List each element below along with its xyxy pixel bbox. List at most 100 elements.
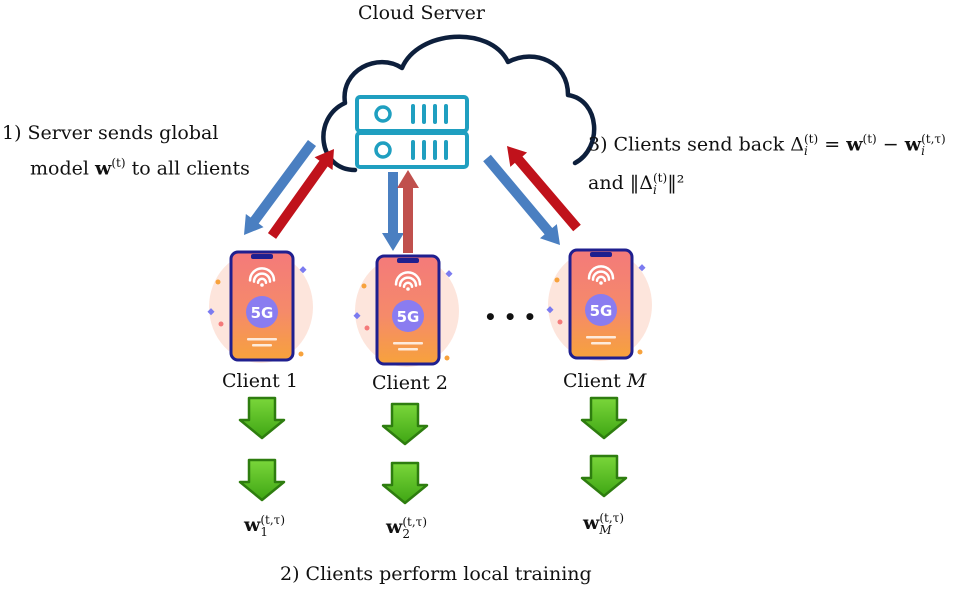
step3-line1: 3) Clients send back Δ(t)i = w(t) − w(t,… xyxy=(588,132,946,157)
result-2-sub: 2 xyxy=(402,527,410,541)
ellipsis: • • • xyxy=(484,305,537,329)
decor-dot xyxy=(557,319,563,325)
cloud-server-title: Cloud Server xyxy=(358,2,485,24)
cloud-icon xyxy=(321,34,597,173)
step3-line2: and ‖Δ(t)i‖² xyxy=(588,172,684,196)
phone-line xyxy=(591,342,611,345)
decor-dot xyxy=(637,349,643,355)
wifi-icon xyxy=(252,272,272,283)
decor-dot xyxy=(361,283,367,289)
step1-symbol: w xyxy=(94,157,112,180)
arrow-up-client-m xyxy=(507,146,581,232)
wifi-icon xyxy=(394,271,422,286)
step2-label: 2) Clients perform local training xyxy=(280,563,592,585)
step3-w-sup: (t) xyxy=(862,132,877,146)
badge-5g xyxy=(585,294,617,326)
phones: 5G 5G 5G xyxy=(207,248,652,367)
wifi-dot xyxy=(599,281,603,285)
result-m-sup: (t,τ) xyxy=(599,511,624,525)
client-m-result: w(t,τ)M xyxy=(583,512,624,536)
step1-text-post: to all clients xyxy=(125,157,250,180)
arrow-down-client-2 xyxy=(382,172,404,251)
step3-delta-sub: i xyxy=(804,144,808,159)
step3-norm-scripts: (t)i xyxy=(653,172,667,196)
green-arrow xyxy=(580,454,628,498)
green-arrow xyxy=(381,402,429,446)
decor-diamond xyxy=(546,306,554,314)
badge-5g xyxy=(246,296,278,328)
wifi-icon xyxy=(398,276,418,287)
phone-notch xyxy=(590,252,612,257)
decor-diamond xyxy=(638,264,646,272)
step3-norm-sub: i xyxy=(653,183,657,197)
phone-2: 5G xyxy=(353,254,459,367)
result-2-sup: (t,τ) xyxy=(402,515,427,529)
training-arrows xyxy=(238,396,628,505)
client-2-result: w(t,τ)2 xyxy=(386,516,427,540)
step3-wi-sub: i xyxy=(921,144,925,159)
decor-diamond xyxy=(445,270,453,278)
result-1-sub: 1 xyxy=(260,525,268,539)
step3-delta-scripts: (t)i xyxy=(804,133,818,157)
arrows xyxy=(244,140,581,253)
badge-5g xyxy=(392,300,424,332)
server-icon xyxy=(355,95,469,169)
wifi-dot xyxy=(406,287,410,291)
step3-eq: = xyxy=(818,133,847,156)
phone-line xyxy=(398,348,418,351)
wifi-icon xyxy=(595,275,607,283)
step3-wi: w xyxy=(904,133,922,156)
arrow-down-client-m xyxy=(483,154,560,245)
client-1-label: Client 1 xyxy=(222,370,298,392)
phone-notch xyxy=(251,254,273,259)
decor-diamond xyxy=(299,266,307,274)
step3-w: w xyxy=(846,133,863,156)
step3-delta: Δ xyxy=(790,133,804,156)
step3-text: 3) Clients send back xyxy=(588,133,791,156)
phone-line xyxy=(393,342,423,345)
green-arrow xyxy=(238,458,286,502)
wifi-icon xyxy=(591,270,611,281)
wifi-icon xyxy=(587,265,615,280)
step1-line1: 1) Server sends global xyxy=(2,122,219,144)
step1-text: model xyxy=(30,157,95,180)
arrow-down-client-1 xyxy=(244,140,317,235)
step3-norm-pre: and ‖Δ xyxy=(588,172,653,194)
decor-dot xyxy=(444,355,450,361)
wifi-dot xyxy=(260,283,264,287)
phone-line xyxy=(252,344,272,347)
badge-5g-text: 5G xyxy=(397,308,420,326)
result-m-sub: M xyxy=(599,523,612,537)
phone-notch xyxy=(397,258,419,263)
phone-line xyxy=(247,338,277,341)
step3-norm-sup: (t) xyxy=(653,171,668,185)
client-m-label: Client M xyxy=(563,370,647,392)
step3-wi-sup: (t,τ) xyxy=(921,132,946,147)
badge-5g-text: 5G xyxy=(251,304,274,322)
step3-norm-post: ‖² xyxy=(667,172,685,194)
result-2-scripts: (t,τ)2 xyxy=(402,516,427,540)
client-1-result: w(t,τ)1 xyxy=(244,514,285,538)
arrow-up-client-1 xyxy=(267,149,334,239)
step1-line2: model w(t) to all clients xyxy=(30,156,250,180)
phone-1: 5G xyxy=(207,250,313,363)
decor-dot xyxy=(215,279,221,285)
decor-diamond xyxy=(353,312,361,320)
phone-line xyxy=(586,336,616,339)
green-arrow xyxy=(381,461,429,505)
green-arrow xyxy=(580,396,628,440)
green-arrow xyxy=(238,396,286,440)
result-1-scripts: (t,τ)1 xyxy=(260,514,285,538)
step1-sup: (t) xyxy=(111,156,126,170)
decor-dot xyxy=(554,277,560,283)
result-m-scripts: (t,τ)M xyxy=(599,512,624,536)
decor-dot xyxy=(364,325,370,331)
arrow-up-client-2 xyxy=(397,170,419,253)
client-2-label: Client 2 xyxy=(372,372,448,394)
phone-3: 5G xyxy=(546,248,652,361)
wifi-icon xyxy=(402,281,414,289)
step3-delta-sup: (t) xyxy=(804,132,819,147)
result-2-symbol: w xyxy=(386,516,403,538)
